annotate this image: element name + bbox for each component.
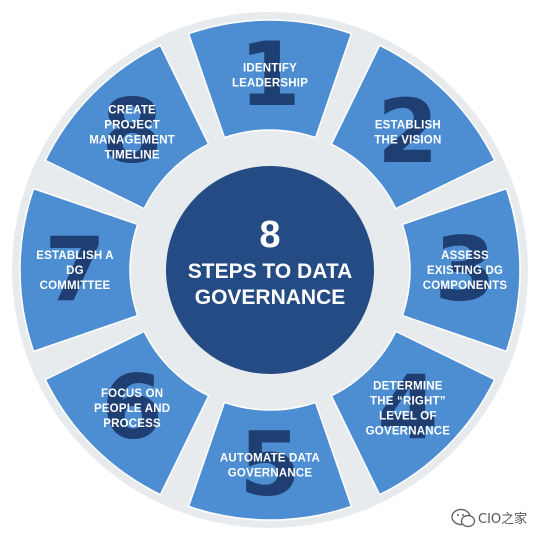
center-title-line-2: GOVERNANCE: [195, 286, 346, 309]
step-segment-shape: [187, 19, 353, 139]
step-label-line: AUTOMATE DATA: [220, 453, 320, 465]
step-segment-shape: [44, 44, 210, 210]
step-label-line: EXISTING DG: [427, 265, 503, 277]
step-segment-shape: [44, 330, 210, 496]
step-number: 1: [239, 23, 300, 126]
step-number: 6: [101, 356, 162, 459]
step-label-line: GOVERNANCE: [366, 425, 451, 437]
step-label-line: IDENTIFY: [243, 63, 297, 75]
step-label-line: ESTABLISH A: [36, 250, 114, 262]
step-segment-shape: [330, 330, 496, 496]
watermark-text: CIO之家: [478, 511, 527, 527]
step-label-line: CREATE: [108, 105, 156, 117]
center-title-line-1: STEPS TO DATA: [188, 260, 353, 283]
step-segment-shape: [187, 401, 353, 521]
step-segment-shape: [330, 44, 496, 210]
step-label-line: COMMITTEE: [40, 280, 111, 292]
step-label-line: ASSESS: [441, 250, 489, 262]
center-number: 8: [259, 214, 280, 256]
step-number: 7: [44, 218, 105, 321]
step-label-line: LEADERSHIP: [232, 78, 308, 90]
step-number: 5: [239, 413, 300, 516]
step-label-line: DG: [66, 265, 84, 277]
step-label-line: DETERMINE: [373, 380, 443, 392]
step-number: 4: [377, 356, 438, 459]
step-label-line: GOVERNANCE: [228, 468, 313, 480]
step-number: 3: [434, 218, 495, 321]
wechat-icon: [451, 508, 476, 528]
step-number: 2: [377, 80, 438, 183]
step-label-line: MANAGEMENT: [89, 135, 175, 147]
center-circle: [166, 166, 374, 374]
step-label-line: PROCESS: [103, 418, 161, 430]
step-label-line: PEOPLE AND: [94, 403, 170, 415]
watermark: CIO之家: [451, 508, 527, 528]
step-label-line: ESTABLISH: [375, 120, 441, 132]
step-label-line: FOCUS ON: [101, 388, 163, 400]
step-segment-shape: [19, 187, 139, 353]
step-label-line: THE “RIGHT”: [370, 395, 446, 407]
step-label-line: THE VISION: [374, 135, 441, 147]
step-segment-shape: [401, 187, 521, 353]
step-label-line: LEVEL OF: [379, 410, 437, 422]
step-label-line: PROJECT: [104, 120, 160, 132]
step-number: 8: [101, 80, 162, 183]
step-label-line: TIMELINE: [104, 150, 159, 162]
step-label-line: COMPONENTS: [423, 280, 508, 292]
